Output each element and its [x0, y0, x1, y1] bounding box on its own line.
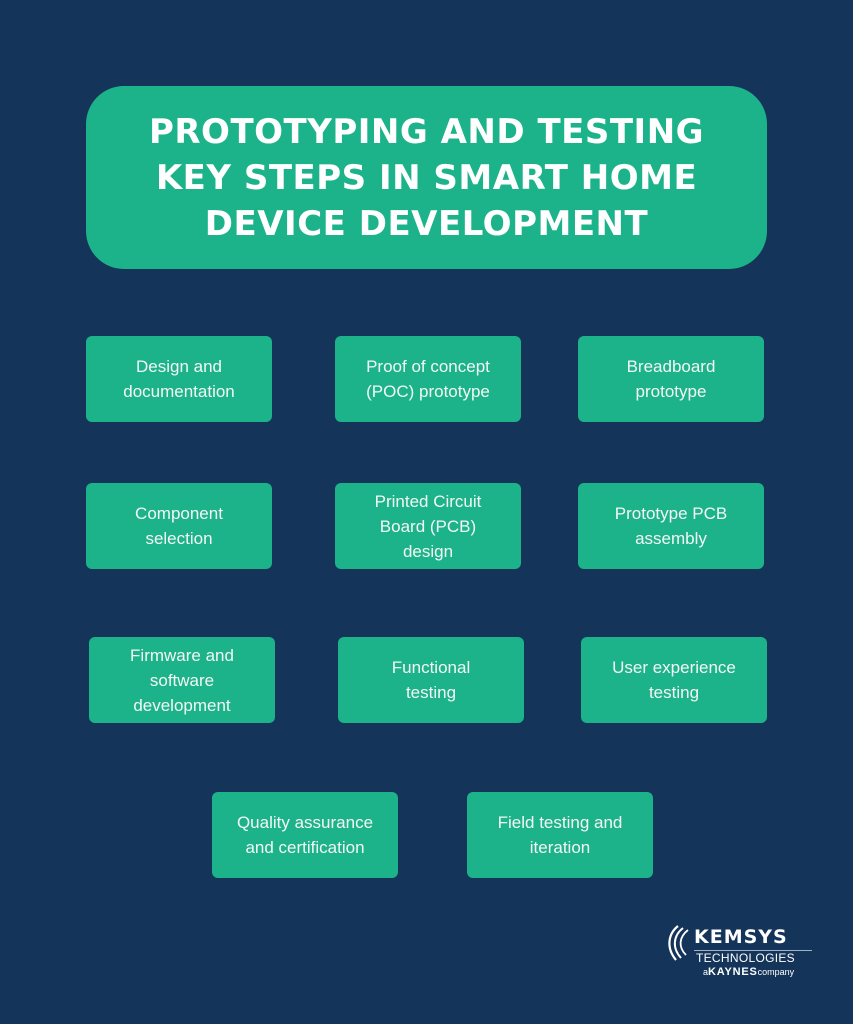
logo-tagline: aKAYNEScompany	[703, 966, 794, 978]
logo-brand: KEMSYS	[694, 926, 788, 948]
step-functional-testing: Functional testing	[338, 637, 524, 723]
step-label: User experience testing	[612, 658, 736, 702]
step-prototype-pcb-assembly: Prototype PCB assembly	[578, 483, 764, 569]
step-label: Firmware and software development	[130, 645, 234, 715]
step-poc-prototype: Proof of concept (POC) prototype	[335, 336, 521, 422]
logo-tag-suffix: company	[757, 967, 795, 977]
step-label: Field testing and iteration	[497, 813, 623, 857]
swoosh-icon	[668, 925, 689, 961]
step-label: Breadboard prototype	[626, 357, 716, 401]
step-label: Component selection	[135, 504, 223, 548]
step-label: Printed Circuit Board (PCB) design	[374, 491, 482, 561]
step-label: Functional testing	[391, 658, 471, 702]
logo-tag-prefix: a	[703, 967, 709, 977]
logo-divider	[694, 950, 812, 951]
logo-tag-name: KAYNES	[708, 966, 758, 978]
step-design-documentation: Design and documentation	[86, 336, 272, 422]
step-breadboard-prototype: Breadboard prototype	[578, 336, 764, 422]
step-firmware-software: Firmware and software development	[89, 637, 275, 723]
step-label: Quality assurance and certification	[236, 813, 374, 857]
title-line-3: DEVICE DEVELOPMENT	[204, 203, 649, 244]
company-logo: KEMSYS TECHNOLOGIES aKAYNEScompany	[664, 924, 814, 980]
title-line-1: PROTOTYPING AND TESTING	[148, 111, 705, 152]
step-ux-testing: User experience testing	[581, 637, 767, 723]
step-quality-assurance: Quality assurance and certification	[212, 792, 398, 878]
title-line-2: KEY STEPS IN SMART HOME	[155, 157, 698, 198]
step-label: Proof of concept (POC) prototype	[366, 357, 490, 401]
step-label: Design and documentation	[123, 357, 235, 401]
step-label: Prototype PCB assembly	[614, 504, 728, 548]
step-pcb-design: Printed Circuit Board (PCB) design	[335, 483, 521, 569]
title-banner: PROTOTYPING AND TESTING KEY STEPS IN SMA…	[86, 86, 767, 269]
step-field-testing: Field testing and iteration	[467, 792, 653, 878]
logo-subtitle: TECHNOLOGIES	[696, 951, 795, 965]
step-component-selection: Component selection	[86, 483, 272, 569]
